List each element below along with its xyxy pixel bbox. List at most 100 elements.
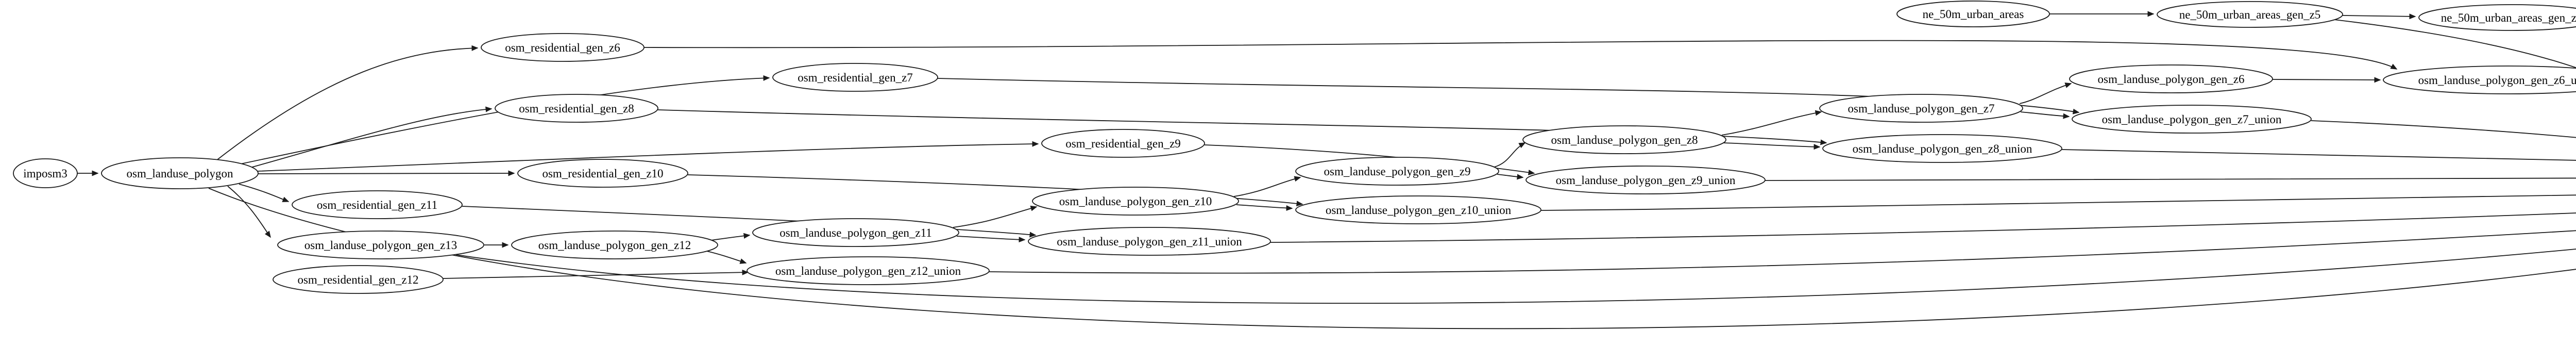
edge-osm_landuse_polygon_gen_z13-to-layer_landuse-z13 xyxy=(455,249,2576,304)
edge-osm_landuse_polygon-to-osm_residential_gen_z9 xyxy=(257,141,1039,172)
edge-osm_landuse_polygon-to-osm_residential_gen_z10 xyxy=(258,170,515,176)
edge-osm_landuse_polygon_gen_z10-to-osm_landuse_polygon_gen_z9 xyxy=(1233,176,1301,197)
node-label-osm_residential_gen_z10: osm_residential_gen_z10 xyxy=(542,167,663,180)
node-label-osm_landuse_polygon_gen_z11_union: osm_landuse_polygon_gen_z11_union xyxy=(1057,235,1242,248)
node-ne_50m_urban_areas: ne_50m_urban_areas xyxy=(1896,1,2050,27)
node-label-osm_landuse_polygon_gen_z11: osm_landuse_polygon_gen_z11 xyxy=(779,226,932,239)
node-osm_residential_gen_z10: osm_residential_gen_z10 xyxy=(517,159,688,188)
edge-osm_residential_gen_z6-to-osm_landuse_polygon_gen_z6_union xyxy=(643,40,2398,70)
node-label-osm_landuse_polygon_gen_z12: osm_landuse_polygon_gen_z12 xyxy=(538,239,691,252)
edge-osm_landuse_polygon-to-osm_residential_gen_z7 xyxy=(238,75,770,165)
node-ellipse-osm_landuse_polygon_gen_z11_union xyxy=(1028,227,1271,256)
node-ellipse-osm_landuse_polygon_gen_z8_union xyxy=(1822,134,2062,163)
node-osm_landuse_polygon_gen_z8_union: osm_landuse_polygon_gen_z8_union xyxy=(1822,134,2062,163)
node-label-osm_landuse_polygon_gen_z6: osm_landuse_polygon_gen_z6 xyxy=(2098,73,2245,86)
node-ellipse-osm_landuse_polygon_gen_z9 xyxy=(1295,157,1499,186)
edge-osm_landuse_polygon_gen_z10_union-to-layer_landuse-z10 xyxy=(1540,195,2576,211)
node-osm_landuse_polygon_gen_z6_union: osm_landuse_polygon_gen_z6_union xyxy=(2383,65,2576,94)
node-osm_residential_gen_z9: osm_residential_gen_z9 xyxy=(1041,129,1205,158)
node-ellipse-osm_landuse_polygon_gen_z6_union xyxy=(2383,65,2576,94)
node-osm_landuse_polygon_gen_z9: osm_landuse_polygon_gen_z9 xyxy=(1295,157,1499,186)
edge-osm_landuse_polygon_gen_z9_union-to-layer_landuse-z9 xyxy=(1765,177,2576,181)
edge-osm_residential_gen_z10-to-osm_landuse_polygon_gen_z10_union xyxy=(687,174,1303,207)
node-label-osm_landuse_polygon_gen_z12_union: osm_landuse_polygon_gen_z12_union xyxy=(775,265,961,277)
edge-osm_landuse_polygon_gen_z11_union-to-layer_landuse-z11 xyxy=(1270,212,2576,243)
node-ellipse-osm_landuse_polygon_gen_z8 xyxy=(1522,125,1726,154)
node-ellipse-osm_residential_gen_z11 xyxy=(292,190,463,219)
edge-osm_landuse_polygon-to-osm_landuse_polygon_gen_z13 xyxy=(227,186,271,238)
node-label-osm_landuse_polygon: osm_landuse_polygon xyxy=(127,167,233,180)
node-ellipse-osm_landuse_polygon_gen_z12 xyxy=(511,231,718,259)
edge-osm_landuse_polygon_gen_z7-to-osm_landuse_polygon_gen_z7_union xyxy=(2020,111,2070,119)
edge-osm_landuse_polygon-to-osm_residential_gen_z8 xyxy=(250,106,493,168)
node-label-osm_residential_gen_z9: osm_residential_gen_z9 xyxy=(1065,137,1181,150)
edge-osm_landuse_polygon-to-osm_residential_gen_z11 xyxy=(239,184,290,202)
node-ellipse-ne_50m_urban_areas_gen_z4 xyxy=(2418,4,2576,31)
node-ellipse-imposm3 xyxy=(13,158,78,188)
node-osm_landuse_polygon: osm_landuse_polygon xyxy=(101,157,259,189)
node-label-osm_landuse_polygon_gen_z10_union: osm_landuse_polygon_gen_z10_union xyxy=(1326,204,1512,217)
node-osm_residential_gen_z6: osm_residential_gen_z6 xyxy=(481,33,645,62)
node-label-osm_landuse_polygon_gen_z8_union: osm_landuse_polygon_gen_z8_union xyxy=(1853,142,2032,155)
node-osm_residential_gen_z12: osm_residential_gen_z12 xyxy=(273,265,444,294)
edge-osm_landuse_polygon_gen_z12-to-osm_landuse_polygon_gen_z11 xyxy=(710,233,751,241)
node-ellipse-osm_residential_gen_z6 xyxy=(481,33,645,62)
node-label-osm_landuse_polygon_gen_z9: osm_landuse_polygon_gen_z9 xyxy=(1324,165,1471,178)
node-ellipse-osm_landuse_polygon_gen_z7 xyxy=(1819,94,2023,123)
edge-osm_landuse_polygon_gen_z8-to-osm_landuse_polygon_gen_z7 xyxy=(1721,110,1822,136)
node-label-osm_residential_gen_z8: osm_residential_gen_z8 xyxy=(519,102,634,115)
node-osm_landuse_polygon_gen_z11_union: osm_landuse_polygon_gen_z11_union xyxy=(1028,227,1271,256)
edge-osm_landuse_polygon_gen_z9-to-osm_landuse_polygon_gen_z9_union xyxy=(1497,174,1524,180)
node-ne_50m_urban_areas_gen_z5: ne_50m_urban_areas_gen_z5 xyxy=(2157,1,2343,28)
edge-osm_landuse_polygon_gen_z6-to-osm_landuse_polygon_gen_z6_union xyxy=(2272,77,2381,83)
node-label-osm_residential_gen_z7: osm_residential_gen_z7 xyxy=(798,71,913,84)
node-ellipse-osm_residential_gen_z9 xyxy=(1041,129,1205,158)
node-osm_landuse_polygon_gen_z13: osm_landuse_polygon_gen_z13 xyxy=(277,231,484,259)
edge-osm_landuse_polygon_gen_z12_union-to-layer_landuse-z12 xyxy=(989,230,2576,274)
node-label-osm_landuse_polygon_gen_z6_union: osm_landuse_polygon_gen_z6_union xyxy=(2418,74,2576,87)
edge-ne_50m_urban_areas_gen_z5-to-layer_landuse-z5 xyxy=(2333,19,2576,69)
node-label-ne_50m_urban_areas: ne_50m_urban_areas xyxy=(1923,8,2024,21)
edge-osm_landuse_polygon-to-osm_residential_gen_z6 xyxy=(216,45,479,161)
node-label-osm_landuse_polygon_gen_z7_union: osm_landuse_polygon_gen_z7_union xyxy=(2102,113,2282,126)
node-osm_residential_gen_z11: osm_residential_gen_z11 xyxy=(292,190,463,219)
node-osm_landuse_polygon_gen_z6: osm_landuse_polygon_gen_z6 xyxy=(2069,64,2273,93)
node-ellipse-osm_landuse_polygon xyxy=(101,157,259,189)
edge-osm_landuse_polygon_gen_z12-to-osm_landuse_polygon_gen_z12_union xyxy=(704,250,747,264)
node-ne_50m_urban_areas_gen_z4: ne_50m_urban_areas_gen_z4 xyxy=(2418,4,2576,31)
node-ellipse-osm_landuse_polygon_gen_z13 xyxy=(277,231,484,259)
node-osm_landuse_polygon_gen_z7_union: osm_landuse_polygon_gen_z7_union xyxy=(2072,105,2312,134)
node-osm_landuse_polygon_gen_z11: osm_landuse_polygon_gen_z11 xyxy=(752,218,959,247)
node-label-ne_50m_urban_areas_gen_z5: ne_50m_urban_areas_gen_z5 xyxy=(2179,8,2321,21)
node-osm_landuse_polygon_gen_z10_union: osm_landuse_polygon_gen_z10_union xyxy=(1295,195,1541,224)
edge-osm_landuse_polygon-to-layer_landuse-z14+ xyxy=(208,188,2576,330)
node-label-osm_residential_gen_z6: osm_residential_gen_z6 xyxy=(505,41,620,54)
edge-osm_residential_gen_z8-to-osm_landuse_polygon_gen_z8_union xyxy=(657,109,1827,145)
node-ellipse-osm_landuse_polygon_gen_z6 xyxy=(2069,64,2273,93)
node-osm_landuse_polygon_gen_z8: osm_landuse_polygon_gen_z8 xyxy=(1522,125,1726,154)
node-ellipse-osm_residential_gen_z7 xyxy=(772,63,938,92)
node-label-imposm3: imposm3 xyxy=(23,167,67,180)
node-ellipse-ne_50m_urban_areas xyxy=(1896,1,2050,27)
node-label-osm_landuse_polygon_gen_z9_union: osm_landuse_polygon_gen_z9_union xyxy=(1556,174,1736,187)
edge-osm_landuse_polygon_gen_z11-to-osm_landuse_polygon_gen_z10 xyxy=(953,205,1038,228)
node-label-osm_residential_gen_z12: osm_residential_gen_z12 xyxy=(297,273,418,286)
edge-osm_landuse_polygon_gen_z8-to-osm_landuse_polygon_gen_z8_union xyxy=(1723,142,1821,150)
node-osm_landuse_polygon_gen_z10: osm_landuse_polygon_gen_z10 xyxy=(1032,187,1239,216)
node-ellipse-osm_residential_gen_z10 xyxy=(517,159,688,188)
node-osm_landuse_polygon_gen_z12: osm_landuse_polygon_gen_z12 xyxy=(511,231,718,259)
node-label-osm_landuse_polygon_gen_z8: osm_landuse_polygon_gen_z8 xyxy=(1551,134,1698,146)
edge-osm_residential_gen_z12-to-osm_landuse_polygon_gen_z12_union xyxy=(443,269,749,279)
node-label-osm_landuse_polygon_gen_z10: osm_landuse_polygon_gen_z10 xyxy=(1059,195,1212,208)
node-ellipse-ne_50m_urban_areas_gen_z5 xyxy=(2157,1,2343,28)
edge-osm_landuse_polygon_gen_z10-to-osm_landuse_polygon_gen_z10_union xyxy=(1236,204,1293,211)
node-label-osm_landuse_polygon_gen_z13: osm_landuse_polygon_gen_z13 xyxy=(304,239,457,252)
node-label-osm_landuse_polygon_gen_z7: osm_landuse_polygon_gen_z7 xyxy=(1848,102,1995,115)
node-ellipse-osm_landuse_polygon_gen_z12_union xyxy=(747,256,990,285)
node-label-ne_50m_urban_areas_gen_z4: ne_50m_urban_areas_gen_z4 xyxy=(2441,11,2576,24)
edge-osm_landuse_polygon_gen_z11-to-osm_landuse_polygon_gen_z11_union xyxy=(956,236,1026,243)
node-osm_landuse_polygon_gen_z7: osm_landuse_polygon_gen_z7 xyxy=(1819,94,2023,123)
node-osm_residential_gen_z8: osm_residential_gen_z8 xyxy=(495,94,658,123)
edge-osm_landuse_polygon_gen_z9-to-osm_landuse_polygon_gen_z8 xyxy=(1494,142,1526,168)
